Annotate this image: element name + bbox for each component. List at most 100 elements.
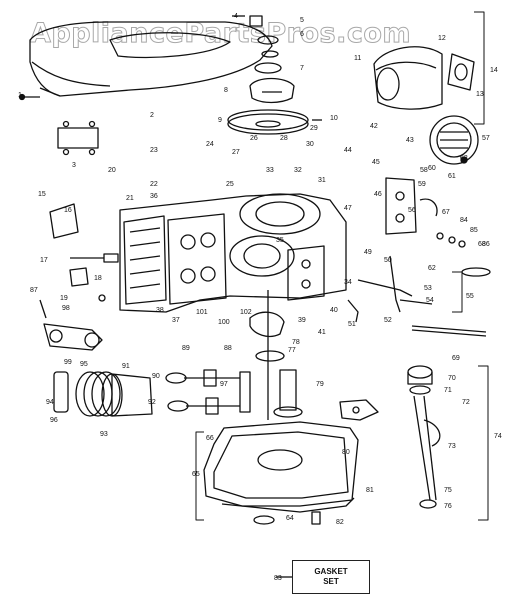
callout-44-screw: 44 [344, 147, 352, 154]
flywheel-illustration [227, 109, 322, 135]
callout-72-screw: 72 [462, 399, 470, 406]
callout-54-clamp: 54 [426, 297, 434, 304]
callout-66-gasket: 66 [206, 435, 214, 442]
cylinder-head-illustration [49, 203, 119, 302]
callout-26-switch: 26 [250, 135, 258, 142]
callout-82-plug: 82 [336, 519, 344, 526]
callout-37-gasket: 37 [172, 317, 180, 324]
callout-69-rod: 69 [452, 355, 460, 362]
callout-61-screw: 61 [448, 173, 456, 180]
callout-9-flywheel: 9 [218, 117, 222, 124]
callout-84-seal: 84 [460, 217, 468, 224]
callout-92-valve: 92 [148, 399, 156, 406]
callout-98-screw: 98 [62, 305, 70, 312]
callout-51-link: 51 [348, 321, 356, 328]
callout-97-screw: 97 [220, 381, 228, 388]
callout-96-rings: 96 [50, 417, 58, 424]
callout-43-nut: 43 [406, 137, 414, 144]
dipstick-illustration [407, 365, 441, 509]
callout-71-seal: 71 [444, 387, 452, 394]
callout-22-screw: 22 [150, 181, 158, 188]
callout-25-screw: 25 [226, 181, 234, 188]
callout-87-tappet: 87 [30, 287, 38, 294]
callout-39-gasket: 39 [298, 317, 306, 324]
callout-23-armature: 23 [150, 147, 158, 154]
callout-30-bracket: 30 [306, 141, 314, 148]
callout-14-air-cleaner-assembly: 14 [490, 67, 498, 74]
callout-80-governor: 80 [342, 449, 350, 456]
crankshaft-illustration [249, 290, 303, 420]
callout-10-washer: 10 [330, 115, 338, 122]
callout-60-bracket: 60 [428, 165, 436, 172]
callout-24-screw: 24 [206, 141, 214, 148]
callout-67-screw: 67 [442, 209, 450, 216]
air-cleaner-illustration [373, 46, 475, 110]
callout-90-valve: 90 [152, 373, 160, 380]
engine-block-illustration [119, 193, 347, 313]
callout-64-seal: 64 [286, 515, 294, 522]
callout-49-spring: 49 [364, 249, 372, 256]
callout-65-sump: 65 [192, 471, 200, 478]
callout-21-screw: 21 [126, 195, 134, 202]
callout-5-screw: 5 [300, 17, 304, 24]
callout-58-nut: 58 [420, 167, 428, 174]
connecting-rod-illustration [39, 299, 103, 351]
callout-91-valve: 91 [122, 363, 130, 370]
callout-8-starter-clutch: 8 [224, 87, 228, 94]
blower-housing-illustration [18, 21, 273, 101]
callout-47-screw: 47 [344, 205, 352, 212]
callout-35-breather: 35 [276, 237, 284, 244]
callout-74-dipstick-assembly: 74 [494, 433, 502, 440]
callout-6-washer: 6 [300, 31, 304, 38]
callout-73-tube: 73 [448, 443, 456, 450]
callout-68-spring: 68 [478, 241, 486, 248]
bracket-illustration [57, 120, 99, 156]
callout-45-screw: 45 [372, 159, 380, 166]
governor-linkage-illustration [347, 255, 487, 337]
callout-89-spring: 89 [182, 345, 190, 352]
callout-34-governor-lever: 34 [344, 279, 352, 286]
sump-illustration [203, 421, 359, 525]
callout-86-screw: 86 [482, 241, 490, 248]
callout-102-gasket: 102 [240, 309, 252, 316]
callout-7-nut: 7 [300, 65, 304, 72]
callout-100-gasket: 100 [218, 319, 230, 326]
governor-illustration [339, 399, 379, 421]
callout-77-crankshaft: 77 [288, 347, 296, 354]
callout-99-connecting-rod: 99 [64, 359, 72, 366]
callout-53-lever: 53 [424, 285, 432, 292]
callout-93-piston: 93 [100, 431, 108, 438]
callout-17-spark-plug: 17 [40, 257, 48, 264]
callout-76-seal: 76 [444, 503, 452, 510]
callout-16-cylinder-head: 16 [64, 207, 72, 214]
callout-36-screw: 36 [150, 193, 158, 200]
callout-28-screw: 28 [280, 135, 288, 142]
callout-81-screw: 81 [366, 487, 374, 494]
callout-38-cylinder-head-gasket: 38 [156, 307, 164, 314]
piston-illustration [53, 371, 153, 417]
gasket-set-line1: GASKET [314, 567, 348, 576]
callout-2-blower-housing: 2 [150, 112, 154, 119]
callout-29-screw: 29 [310, 125, 318, 132]
callout-50-rod: 50 [384, 257, 392, 264]
callout-33-screw: 33 [266, 167, 274, 174]
callout-27-bracket: 27 [232, 149, 240, 156]
callout-15-wire-clip: 15 [38, 191, 46, 198]
callout-11-air-cleaner: 11 [354, 55, 361, 62]
callout-46-screw: 46 [374, 191, 382, 198]
callout-32-screw: 32 [294, 167, 302, 174]
callout-78-key: 78 [292, 339, 300, 346]
callout-40-gasket: 40 [330, 307, 338, 314]
gasket-set-box: GASKET SET [292, 560, 370, 594]
callout-63-screw: 63 [460, 155, 468, 162]
callout-3-bracket: 3 [72, 162, 76, 169]
callout-79-camshaft: 79 [316, 381, 324, 388]
callout-57-muffler: 57 [482, 135, 490, 142]
callout-85-nut: 85 [470, 227, 478, 234]
callout-83-gasket-set: 83 [274, 575, 282, 582]
callout-70-cap: 70 [448, 375, 456, 382]
callout-13-gasket: 13 [476, 91, 484, 98]
callout-88-screw: 88 [224, 345, 232, 352]
callout-19-screw: 19 [60, 295, 68, 302]
